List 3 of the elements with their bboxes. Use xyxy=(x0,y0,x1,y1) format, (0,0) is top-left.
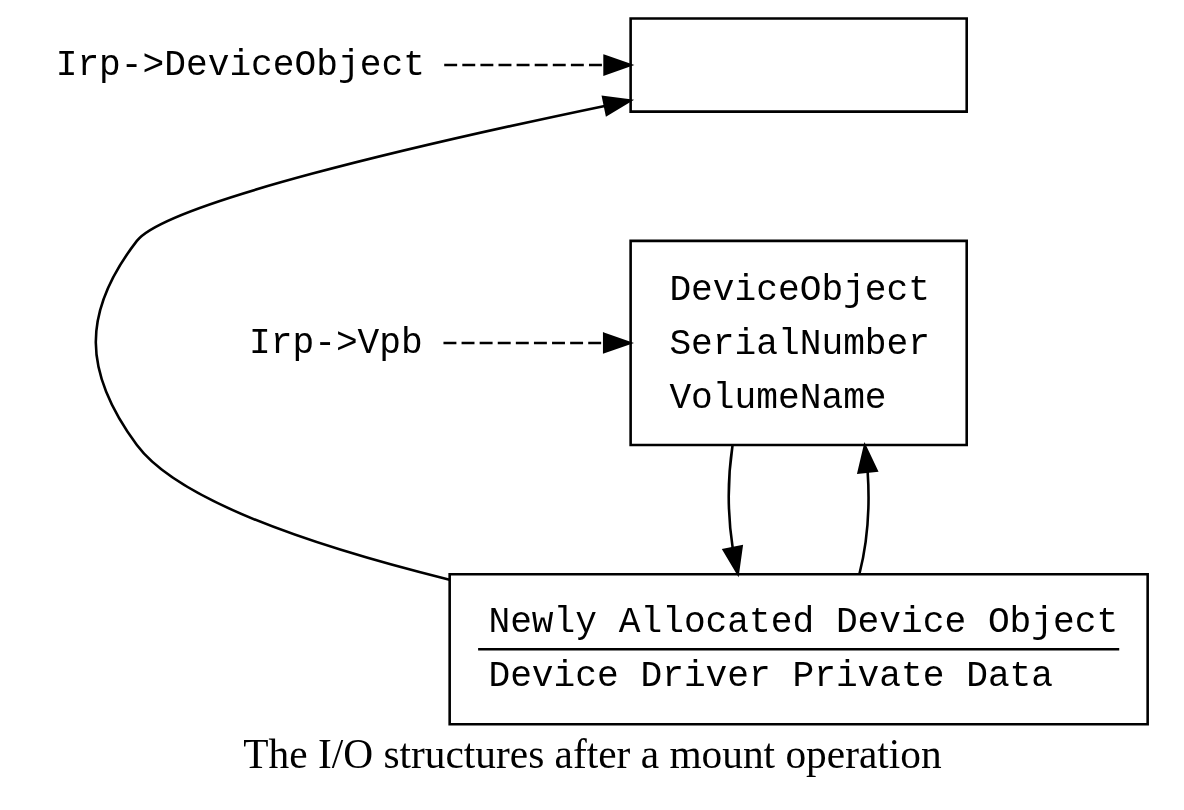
node-text: Irp->Vpb xyxy=(248,322,423,364)
node-text: Irp->DeviceObject xyxy=(55,44,425,86)
caption: The I/O structures after a mount operation xyxy=(242,730,942,777)
